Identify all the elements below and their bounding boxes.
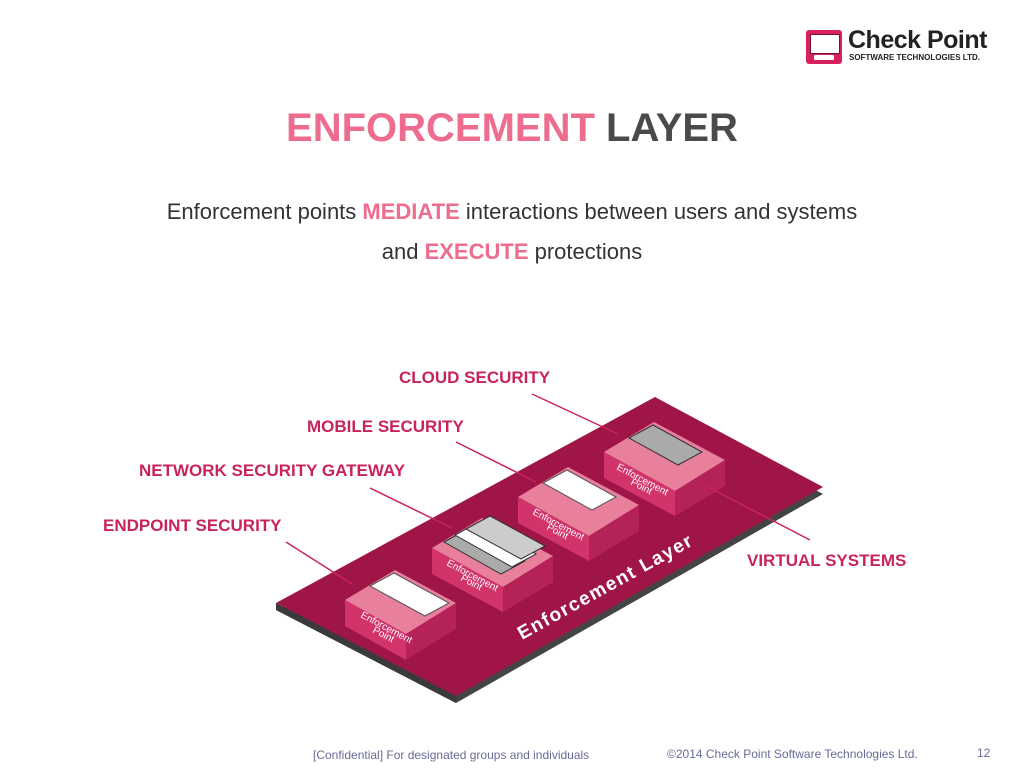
- mobile-leader-line: [455, 441, 537, 483]
- check-point-logo: Check Point SOFTWARE TECHNOLOGIES LTD.: [806, 26, 1002, 66]
- enforcement-point-cloud: Enforcement Point: [604, 422, 725, 516]
- slide-title: ENFORCEMENT LAYER: [0, 106, 1024, 151]
- subtitle-line-2: and EXECUTE protections: [381, 239, 643, 264]
- logo-name: Check Point: [848, 26, 987, 54]
- callout-mobile-security: MOBILE SECURITY: [307, 417, 464, 436]
- virtual-leader-line: [705, 485, 811, 541]
- page-number: 12: [977, 746, 991, 760]
- footer-copyright: ©2014 Check Point Software Technologies …: [667, 747, 918, 761]
- network-leader-line: [369, 487, 453, 529]
- footer-confidential: [Confidential] For designated groups and…: [313, 748, 590, 762]
- logo-subtitle: SOFTWARE TECHNOLOGIES LTD.: [849, 53, 980, 62]
- mediate-emphasis: MEDIATE: [362, 199, 460, 224]
- callout-cloud-security: CLOUD SECURITY: [399, 368, 551, 387]
- enforcement-point-mobile: Enforcement Point: [518, 467, 639, 561]
- enforcement-point-endpoint: Enforcement Point: [345, 570, 456, 660]
- endpoint-leader-line: [285, 541, 353, 585]
- title-rest: LAYER: [606, 106, 738, 150]
- slide-subtitle: Enforcement points MEDIATE interactions …: [0, 192, 1024, 272]
- subtitle-line-1: Enforcement points MEDIATE interactions …: [166, 199, 858, 224]
- cloud-leader-line: [531, 393, 619, 435]
- callout-endpoint-security: ENDPOINT SECURITY: [103, 516, 282, 535]
- execute-emphasis: EXECUTE: [424, 239, 529, 264]
- callout-network-security-gateway: NETWORK SECURITY GATEWAY: [139, 461, 406, 480]
- callout-virtual-systems: VIRTUAL SYSTEMS: [747, 551, 907, 570]
- title-highlight: ENFORCEMENT: [286, 106, 595, 150]
- logo-icon: [806, 30, 842, 64]
- enforcement-point-network: Enforcement Point: [432, 515, 553, 612]
